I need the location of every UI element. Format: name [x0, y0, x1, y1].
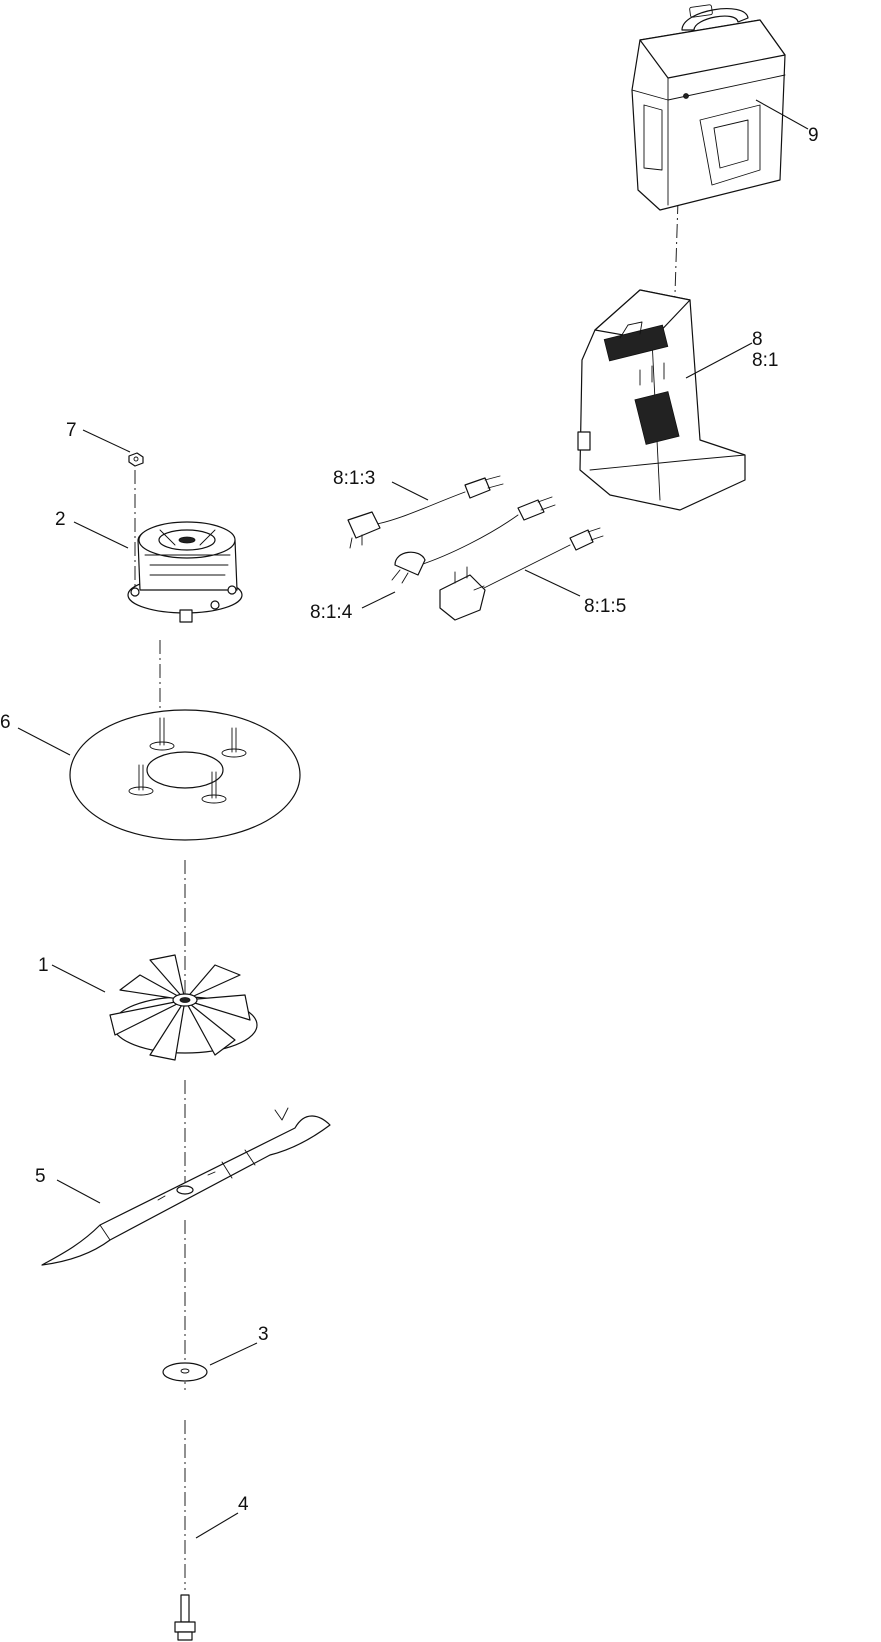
callout-8-1-3: 8:1:3 [333, 468, 376, 489]
callout-8-1: 8:1 [752, 350, 779, 371]
callout-6: 6 [0, 712, 11, 733]
callout-7: 7 [66, 420, 77, 441]
fan-part [109, 954, 258, 1061]
callout-8-1-5: 8:1:5 [584, 596, 627, 617]
charger-part [577, 289, 746, 511]
battery-pack-part [631, 4, 786, 211]
callout-8-1-4: 8:1:4 [310, 602, 353, 623]
callout-5: 5 [35, 1166, 46, 1187]
callout-2: 2 [55, 509, 66, 530]
motor-part [127, 521, 243, 623]
callout-4: 4 [238, 1494, 249, 1515]
shield-disc-part [69, 709, 301, 841]
cable-8-1-3-part [347, 475, 504, 549]
cable-8-1-4-part [391, 496, 556, 584]
blade-part [41, 1107, 331, 1266]
cable-8-1-5-part [439, 527, 604, 621]
callout-8: 8 [752, 329, 763, 350]
callout-3: 3 [258, 1324, 269, 1345]
callout-1: 1 [38, 955, 49, 976]
washer-part [162, 1362, 208, 1382]
callout-9: 9 [808, 125, 819, 146]
nut-part [128, 452, 144, 467]
bolt-part [174, 1594, 196, 1641]
leader-lines [17, 99, 809, 1539]
